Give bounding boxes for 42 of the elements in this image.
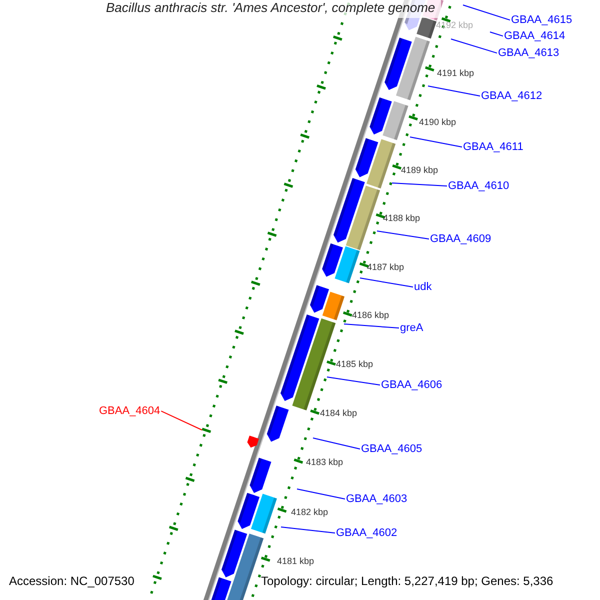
leader-line xyxy=(280,526,336,534)
gene-label: GBAA_4615 xyxy=(511,14,572,26)
gene-label: GBAA_4603 xyxy=(346,493,408,506)
leader-line xyxy=(462,4,510,21)
genome-info-text: Topology: circular; Length: 5,227,419 bp; Genes: 5,336 xyxy=(261,575,554,588)
gene-label: GBAA_4612 xyxy=(481,90,542,102)
gene-label: GBAA_4602 xyxy=(336,527,398,540)
leader-line xyxy=(312,438,360,450)
scale-label: 4185 kbp xyxy=(336,360,374,370)
scale-label: 4181 kbp xyxy=(277,557,314,567)
gene-label: GBAA_4605 xyxy=(361,443,422,456)
leader-line xyxy=(490,32,504,37)
leader-line xyxy=(428,86,480,97)
leader-line xyxy=(450,38,498,54)
scale-label: 4183 kbp xyxy=(306,458,344,468)
leader-line xyxy=(376,230,430,240)
scale-label: 4191 kbp xyxy=(437,69,474,79)
gene-label: GBAA_4613 xyxy=(498,47,560,60)
gene-label: GBAA_4611 xyxy=(463,141,524,154)
leader-line xyxy=(326,376,380,386)
scale-label: 4187 kbp xyxy=(367,263,404,273)
scale-label: 4190 kbp xyxy=(419,118,456,128)
gene-label: GBAA_4606 xyxy=(381,379,442,392)
gene-label: GBAA_4604 xyxy=(99,405,160,418)
accession-text: Accession: NC_007530 xyxy=(9,575,134,588)
leader-line xyxy=(160,410,202,430)
leader-line xyxy=(344,324,400,329)
gene-label: GBAA_4609 xyxy=(430,233,492,246)
leader-line xyxy=(392,182,448,187)
scale-label: 4188 kbp xyxy=(383,214,420,224)
gene-label: greA xyxy=(400,322,424,334)
scale-label: 4189 kbp xyxy=(401,166,438,176)
leader-line xyxy=(410,136,462,148)
gene-label: udk xyxy=(414,281,432,294)
leader-line xyxy=(360,278,414,288)
scale-label: 4184 kbp xyxy=(320,409,358,419)
scale-label: 4186 kbp xyxy=(352,311,390,321)
leader-line xyxy=(296,488,346,500)
scale-label: 4182 kbp xyxy=(291,508,328,518)
scale-label: 4192 kbp xyxy=(436,21,474,31)
gene-label: GBAA_4610 xyxy=(448,180,510,192)
gene-label: GBAA_4614 xyxy=(504,30,566,42)
